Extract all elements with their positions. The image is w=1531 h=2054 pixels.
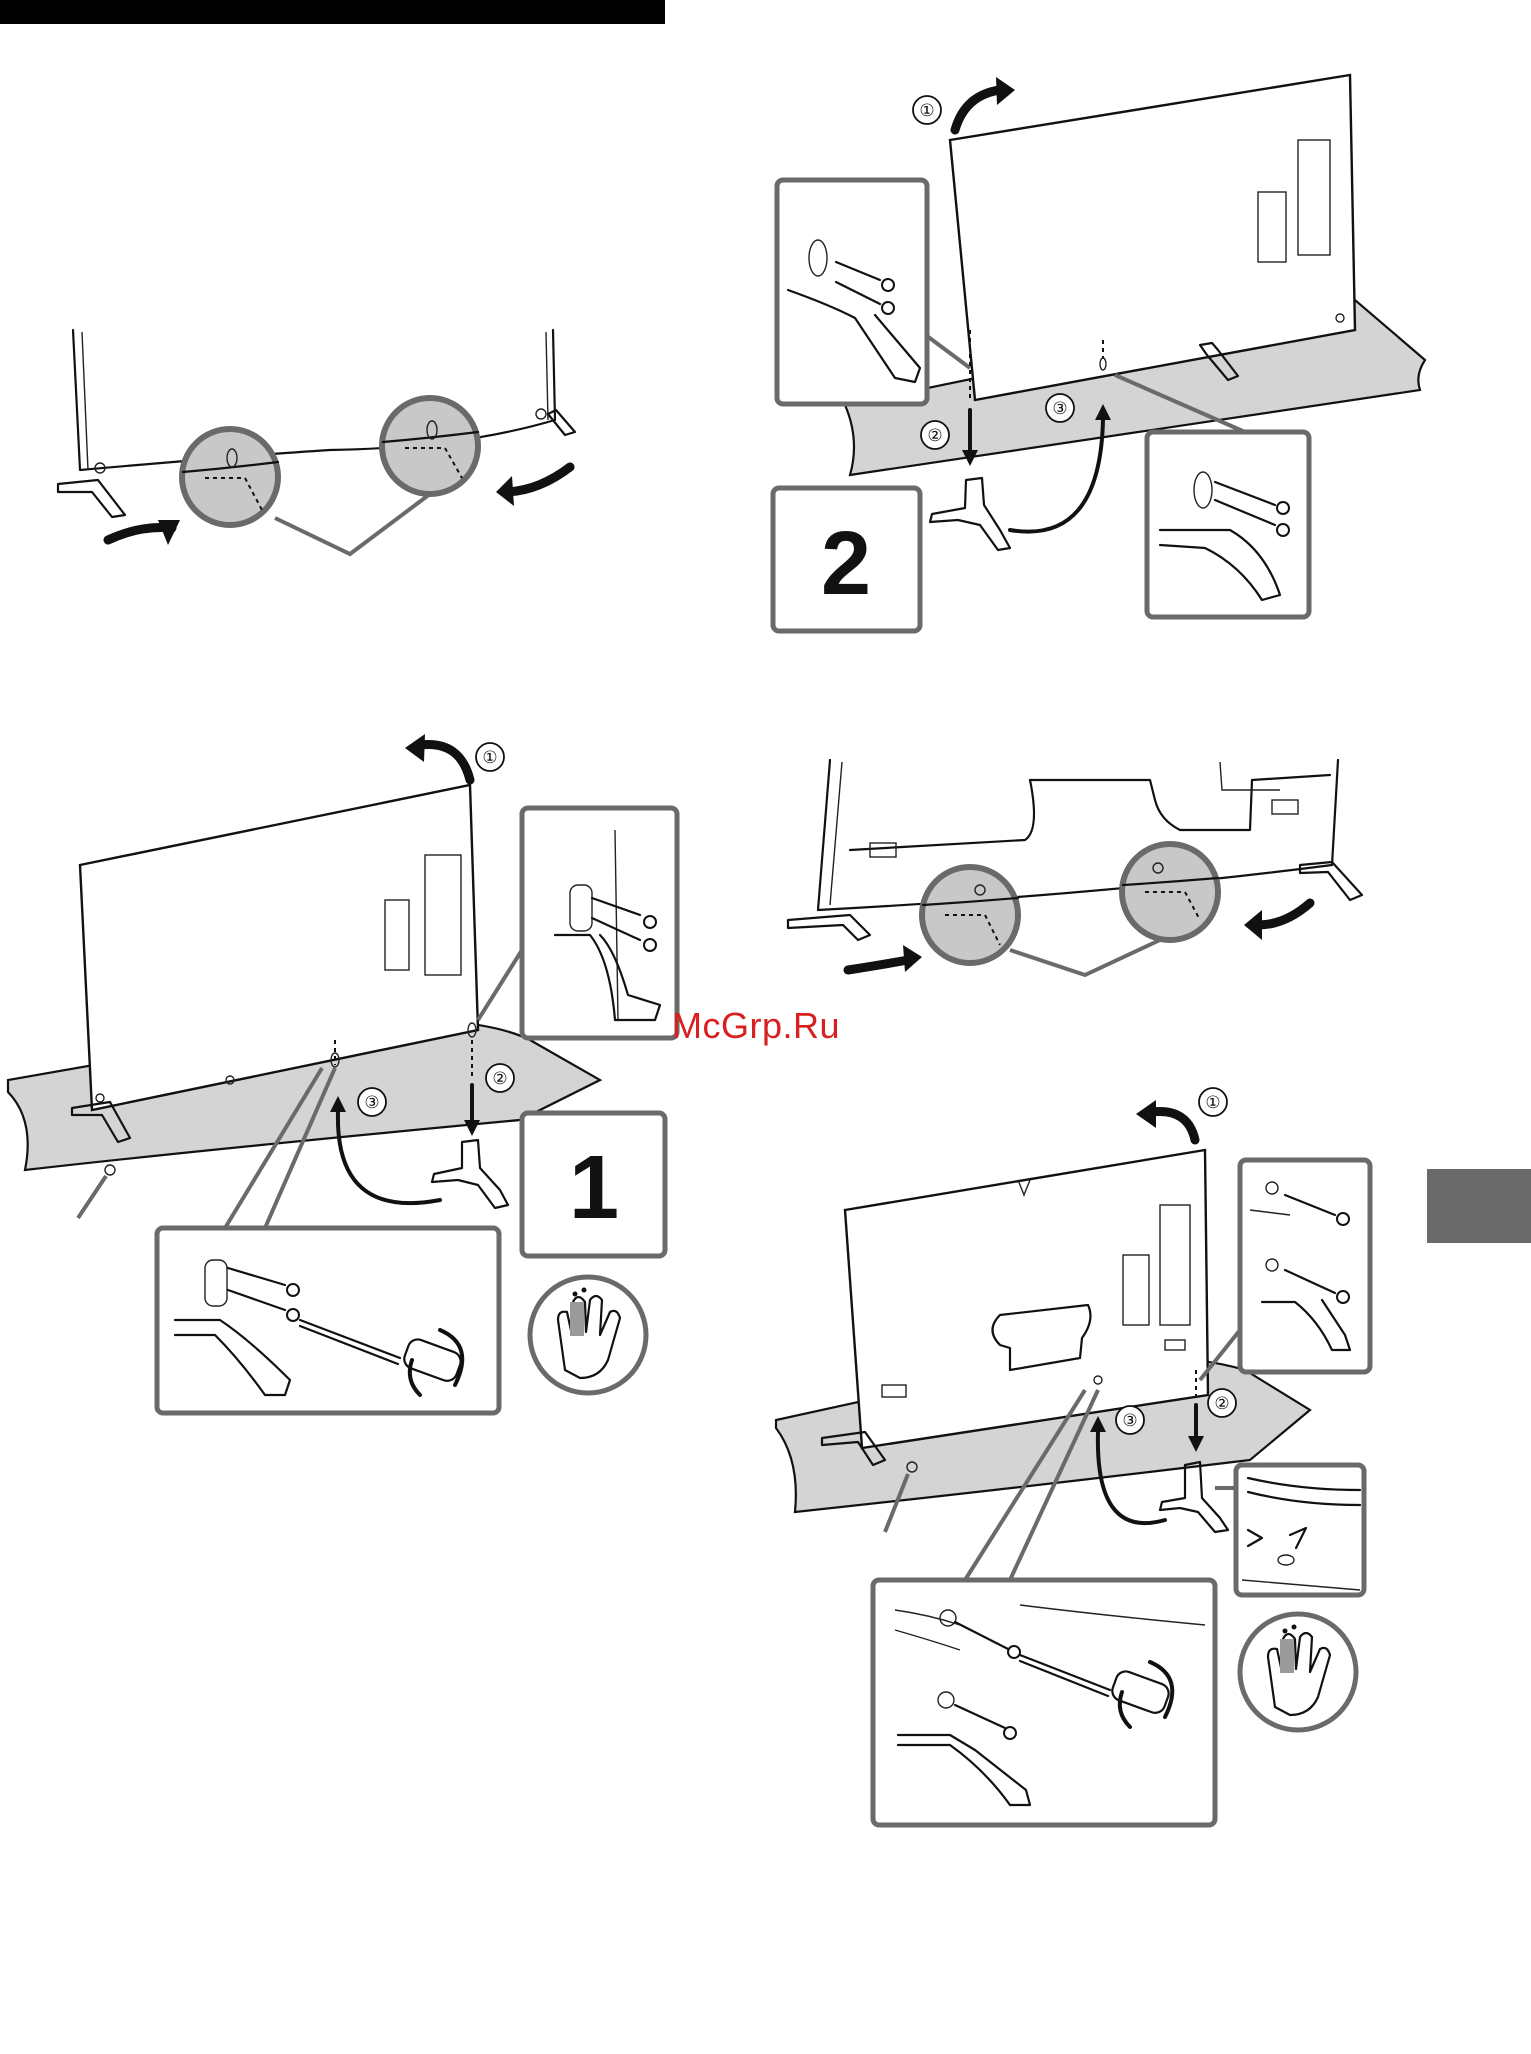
step-marker-3: ③ [1122, 1411, 1137, 1431]
figure-step-1-variant: ① ② ③ [776, 1088, 1370, 1825]
step-marker-2: ② [927, 426, 942, 446]
screw-icon [1277, 524, 1289, 536]
header-bar [0, 0, 665, 24]
figure-step-2: ① ② ③ 2 [773, 75, 1425, 631]
stand-leg-icon [432, 1140, 508, 1208]
curved-arrow-icon [405, 734, 425, 762]
screw-icon [287, 1309, 299, 1321]
screw-icon [1008, 1646, 1020, 1658]
step-marker-3: ③ [364, 1093, 379, 1113]
screw-icon [882, 302, 894, 314]
curved-arrow-icon [496, 476, 514, 506]
callout-screwdriver-detail [873, 1580, 1215, 1825]
step-marker-1: ① [919, 101, 934, 121]
screw-icon [1004, 1727, 1016, 1739]
stand-leg-icon [930, 478, 1010, 550]
curved-arrow-icon [158, 520, 180, 545]
curved-arrow-icon [1244, 910, 1262, 940]
screw-icon [644, 916, 656, 928]
step-number-2: 2 [821, 514, 871, 614]
screw-icon [882, 279, 894, 291]
side-tab [1427, 1169, 1531, 1243]
figure-remove-stand-a [58, 330, 575, 554]
hand-caution-icon [530, 1277, 646, 1393]
curved-arrow-icon [1136, 1100, 1156, 1128]
curved-arrow-icon [903, 945, 922, 972]
callout-screw-detail [1240, 1160, 1370, 1372]
tv-panel-icon [845, 1150, 1208, 1448]
screw-icon [1277, 502, 1289, 514]
step-marker-2: ② [492, 1069, 507, 1089]
screw-icon [644, 939, 656, 951]
screw-icon [287, 1284, 299, 1296]
screw-icon [1337, 1213, 1349, 1225]
step-marker-3: ③ [1052, 399, 1067, 419]
screw-icon [1337, 1291, 1349, 1303]
figure-step-1: ① ② ③ 1 [8, 734, 677, 1413]
hand-caution-icon [1240, 1614, 1356, 1730]
stand-leg-icon [1160, 1462, 1228, 1532]
watermark: McGrp.Ru [672, 1005, 840, 1047]
step-marker-1: ① [482, 748, 497, 768]
figure-remove-stand-b [788, 760, 1362, 975]
step-marker-1: ① [1205, 1093, 1220, 1113]
step-marker-2: ② [1214, 1394, 1229, 1414]
callout-screw-detail [777, 180, 927, 404]
curved-arrow-icon [996, 77, 1015, 105]
zoom-circle-icon [382, 398, 478, 494]
step-number-1: 1 [569, 1138, 619, 1238]
